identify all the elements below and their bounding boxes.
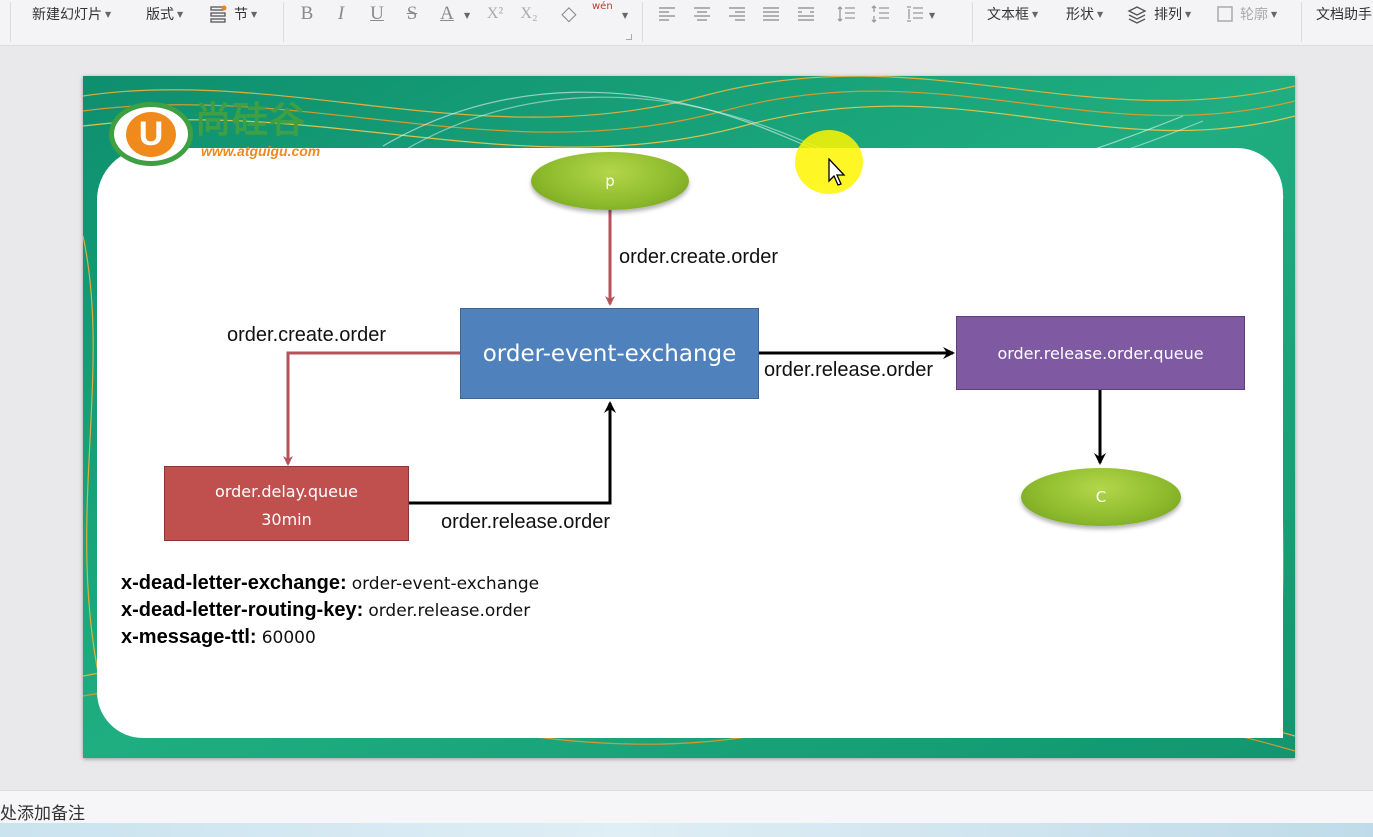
align-center-icon[interactable] — [691, 3, 713, 25]
slide-content-panel — [97, 148, 1283, 738]
producer-node[interactable]: p — [531, 152, 689, 210]
arg-key: x-dead-letter-routing-key: — [121, 599, 364, 621]
chevron-down-icon: ▼ — [177, 10, 184, 19]
doc-assistant-button[interactable]: 文档助手 — [1316, 4, 1372, 26]
align-right-icon[interactable] — [726, 3, 748, 25]
new-slide-label: 新建幻灯片 — [32, 7, 102, 23]
arrange-button[interactable]: 排列▼ — [1154, 4, 1191, 26]
logo-letter: U — [126, 112, 176, 157]
phonetic-guide-button[interactable]: wén — [592, 1, 613, 23]
toolbar-separator — [10, 2, 11, 42]
chevron-down-icon: ▼ — [251, 10, 258, 19]
align-left-icon[interactable] — [656, 3, 678, 25]
text-box-button[interactable]: 文本框▼ — [987, 4, 1038, 26]
toolbar-separator — [1301, 2, 1302, 42]
outline-icon — [1217, 6, 1233, 22]
toolbar-separator — [283, 2, 284, 42]
edge-label-exchange-to-delay: order.create.order — [227, 324, 386, 346]
chevron-down-icon: ▼ — [1185, 10, 1192, 19]
chevron-down-icon: ▼ — [1271, 10, 1278, 19]
mouse-pointer-icon — [828, 158, 846, 186]
arg-dead-letter-exchange: x-dead-letter-exchange: order-event-exch… — [121, 570, 539, 597]
phonetic-dropdown[interactable]: ▼ — [619, 5, 628, 27]
font-color-button[interactable]: A — [440, 3, 454, 24]
section-icon[interactable] — [208, 3, 230, 25]
slide-canvas[interactable]: U 尚硅谷 www.atguigu.com p order-event-exch… — [83, 76, 1295, 758]
arrange-layers-icon — [1127, 6, 1147, 24]
arg-value: order-event-exchange — [351, 574, 540, 594]
paragraph-spacing-icon[interactable] — [870, 3, 892, 25]
taskbar-strip — [0, 823, 1373, 837]
exchange-node[interactable]: order-event-exchange — [460, 308, 759, 399]
logo-circle-icon: U — [109, 102, 193, 166]
underline-button[interactable]: U — [370, 3, 384, 24]
atguigu-logo: U 尚硅谷 www.atguigu.com — [109, 96, 397, 168]
logo-name: 尚硅谷 — [195, 100, 307, 141]
doc-assistant-label: 文档助手 — [1316, 7, 1372, 23]
chevron-down-icon: ▼ — [1097, 10, 1104, 19]
edge-label-exchange-to-release: order.release.order — [764, 359, 933, 381]
delay-queue-label: order.delay.queue — [215, 482, 358, 501]
delay-queue-ttl: 30min — [261, 510, 312, 529]
edge-label-delay-to-exchange: order.release.order — [441, 511, 610, 533]
shape-button[interactable]: 形状▼ — [1066, 4, 1103, 26]
arg-message-ttl: x-message-ttl: 60000 — [121, 624, 539, 651]
chevron-down-icon: ▼ — [105, 10, 112, 19]
text-box-label: 文本框 — [987, 7, 1029, 23]
release-queue-node[interactable]: order.release.order.queue — [956, 316, 1245, 390]
arg-dead-letter-routing-key: x-dead-letter-routing-key: order.release… — [121, 597, 539, 624]
queue-arguments: x-dead-letter-exchange: order-event-exch… — [121, 570, 539, 651]
outline-label: 轮廓 — [1240, 7, 1268, 23]
line-spacing-icon[interactable] — [836, 3, 858, 25]
section-label: 节 — [234, 7, 248, 23]
indent-icon[interactable] — [904, 3, 926, 25]
phonetic-guide-label: wén — [592, 1, 613, 12]
arrow-delay-to-exchange — [409, 401, 616, 505]
chevron-down-icon: ▼ — [929, 11, 936, 20]
arrange-label: 排列 — [1154, 7, 1182, 23]
strikethrough-button[interactable]: S — [406, 3, 418, 24]
bold-button[interactable]: B — [300, 3, 314, 24]
arg-key: x-message-ttl: — [121, 626, 257, 648]
outline-button[interactable]: 轮廓▼ — [1240, 4, 1277, 26]
chevron-down-icon: ▼ — [464, 11, 471, 20]
arrow-exchange-to-delay — [283, 351, 460, 466]
exchange-label: order-event-exchange — [482, 340, 737, 367]
italic-button[interactable]: I — [337, 3, 345, 24]
release-queue-label: order.release.order.queue — [997, 343, 1204, 363]
clear-format-button[interactable]: ◇ — [561, 3, 577, 25]
layout-label: 版式 — [146, 7, 174, 23]
notes-placeholder[interactable]: 处添加备注 — [0, 804, 85, 824]
justify-icon[interactable] — [760, 3, 782, 25]
subscript-button[interactable]: X₂ — [520, 5, 538, 22]
ribbon-toolbar: 新建幻灯片▼ 版式▼ 节▼ B I U S A ▼ X² X₂ ◇ wén ▼ … — [0, 0, 1373, 46]
chevron-down-icon: ▼ — [622, 11, 629, 20]
arg-key: x-dead-letter-exchange: — [121, 572, 347, 594]
new-slide-button[interactable]: 新建幻灯片▼ — [32, 4, 111, 26]
superscript-button[interactable]: X² — [486, 5, 504, 22]
toolbar-separator — [642, 2, 643, 42]
distributed-align-icon[interactable] — [795, 3, 817, 25]
delay-queue-node[interactable]: order.delay.queue 30min — [164, 466, 409, 541]
consumer-node[interactable]: C — [1021, 468, 1181, 526]
arg-value: order.release.order — [368, 601, 531, 621]
section-button[interactable]: 节▼ — [234, 4, 257, 26]
layout-button[interactable]: 版式▼ — [146, 4, 183, 26]
chevron-down-icon: ▼ — [1032, 10, 1039, 19]
edge-label-p-to-exchange: order.create.order — [619, 246, 778, 268]
font-color-dropdown[interactable]: ▼ — [461, 5, 470, 27]
logo-url: www.atguigu.com — [201, 143, 321, 159]
indent-dropdown[interactable]: ▼ — [926, 5, 935, 27]
diagram-arrows — [283, 209, 1106, 505]
shape-label: 形状 — [1066, 7, 1094, 23]
arg-value: 60000 — [261, 628, 316, 648]
toolbar-separator — [972, 2, 973, 42]
font-dialog-launcher-icon[interactable] — [626, 34, 632, 40]
